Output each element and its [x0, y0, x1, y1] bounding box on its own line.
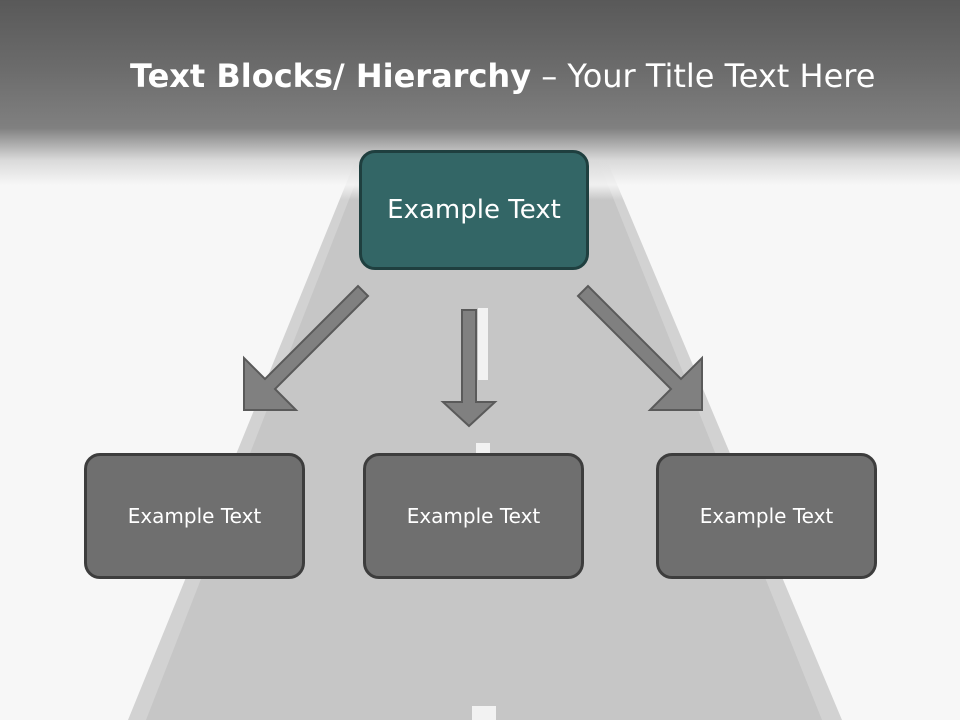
arrow-down-left-icon: [243, 284, 370, 411]
arrow-down-icon: [440, 309, 498, 428]
root-box-label: Example Text: [387, 195, 561, 225]
arrow-down-right-icon: [576, 284, 703, 411]
lane-marking: [478, 308, 488, 380]
child-box-center: Example Text: [363, 453, 584, 579]
lane-marking: [472, 706, 496, 720]
title-regular-part: – Your Title Text Here: [531, 57, 876, 95]
title-bold-part: Text Blocks/ Hierarchy: [130, 57, 532, 95]
child-box-label: Example Text: [406, 504, 541, 528]
child-box-right: Example Text: [656, 453, 877, 579]
lane-marking: [476, 443, 490, 455]
child-box-label: Example Text: [699, 504, 834, 528]
child-box-label: Example Text: [127, 504, 262, 528]
slide-title: Text Blocks/ Hierarchy – Your Title Text…: [130, 52, 930, 100]
child-box-left: Example Text: [84, 453, 305, 579]
road-surface: [146, 120, 822, 720]
root-box: Example Text: [359, 150, 589, 270]
